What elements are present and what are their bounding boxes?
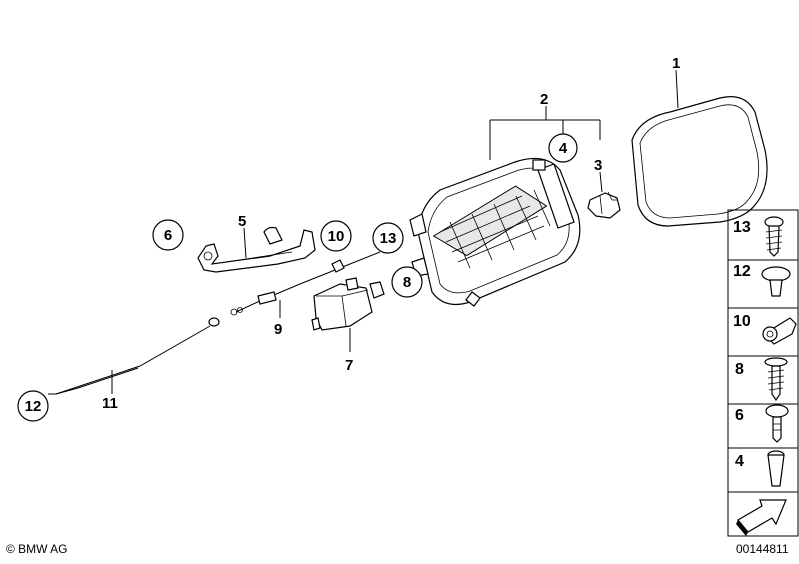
flange-screw-icon bbox=[765, 404, 789, 443]
copyright: © BMW AG bbox=[6, 542, 68, 556]
callout-8-circle bbox=[391, 266, 423, 298]
callout-1: 1 bbox=[672, 55, 680, 72]
side-label-4: 4 bbox=[735, 453, 744, 470]
callout-13: 13 bbox=[380, 230, 397, 247]
fuel-filler-flap bbox=[631, 96, 768, 227]
callout-13-circle bbox=[372, 222, 404, 254]
side-label-6: 6 bbox=[735, 407, 744, 424]
callout-8: 8 bbox=[403, 274, 411, 291]
expanding-nut-icon bbox=[767, 450, 785, 487]
fuel-flap-clip bbox=[587, 191, 621, 219]
side-label-12: 12 bbox=[733, 263, 751, 280]
side-panel: 13 12 10 8 6 bbox=[727, 209, 799, 537]
callout-12: 12 bbox=[25, 398, 42, 415]
callout-11: 11 bbox=[102, 395, 118, 412]
callout-2: 2 bbox=[540, 91, 548, 108]
callout-6-circle bbox=[152, 219, 184, 251]
callout-10: 10 bbox=[328, 228, 345, 245]
emergency-cable bbox=[48, 317, 220, 395]
side-label-10: 10 bbox=[733, 313, 751, 330]
bracket bbox=[197, 226, 316, 273]
fuel-filler-housing bbox=[409, 157, 581, 307]
bowden-cable bbox=[230, 251, 381, 316]
callout-9: 9 bbox=[274, 321, 282, 338]
actuator bbox=[311, 277, 385, 331]
side-label-8: 8 bbox=[735, 361, 744, 378]
callout-4: 4 bbox=[559, 140, 568, 157]
callout-10-circle bbox=[320, 220, 352, 252]
callout-4-circle bbox=[548, 133, 578, 163]
image-number: 00144811 bbox=[736, 542, 789, 556]
callout-7: 7 bbox=[345, 357, 353, 374]
callout-6: 6 bbox=[164, 227, 172, 244]
arrow-icon bbox=[736, 499, 787, 536]
plastic-rivet-icon bbox=[761, 266, 791, 297]
leader-lines bbox=[111, 69, 679, 394]
cable-clip-icon bbox=[762, 317, 797, 345]
callout-5: 5 bbox=[238, 213, 246, 230]
side-label-13: 13 bbox=[733, 219, 751, 236]
torx-screw-icon bbox=[764, 216, 784, 257]
callout-3: 3 bbox=[594, 157, 602, 174]
side-panel-cell-arrow bbox=[727, 491, 799, 537]
callouts: 1 2 3 4 5 6 7 8 9 10 11 12 13 bbox=[17, 55, 680, 422]
self-tapping-screw-icon bbox=[764, 357, 788, 402]
callout-12-circle bbox=[17, 390, 49, 422]
